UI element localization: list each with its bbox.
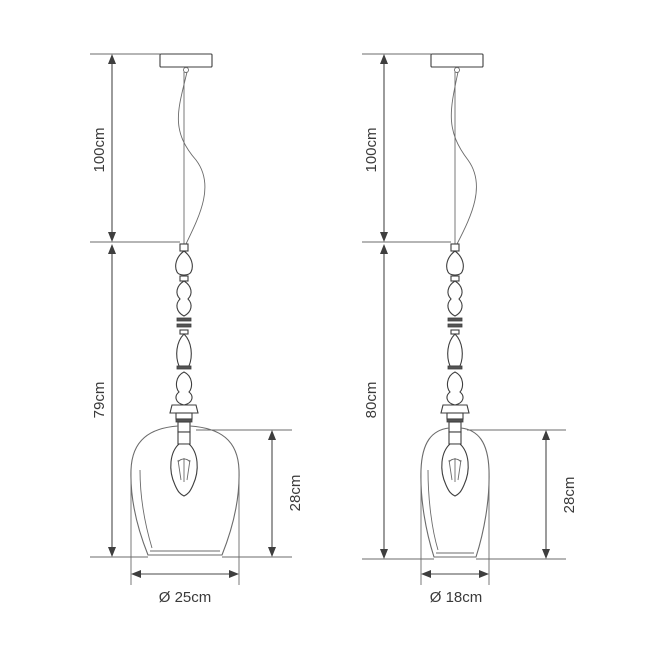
canopy-hook [454,67,460,73]
turned-stem [440,243,470,433]
cable-length-label: 100cm [91,127,108,172]
fixture-height-label: 79cm [91,382,108,419]
fixture-height-label: 80cm [363,382,380,419]
shade-height-label: 28cm [561,477,578,514]
dimension-shade-height: 28cm [467,429,578,560]
dimension-diameter: Ø 18cm [420,470,490,606]
diameter-label: Ø 18cm [430,589,483,606]
dimension-fixture-height: 80cm [362,244,434,560]
lamp-2: 100cm 80cm 28cm Ø 18cm [362,53,578,606]
wavy-cable [450,71,477,245]
cable-length-label: 100cm [363,127,380,172]
dimension-cable-length: 100cm [362,53,451,243]
edison-bulb [441,431,469,497]
dimension-shade-height: 28cm [196,429,304,558]
ceiling-canopy [159,53,213,68]
wavy-cable [177,71,206,245]
glass-shade [420,427,490,558]
edison-bulb [170,431,198,497]
canopy-hook [183,67,189,73]
dimension-fixture-height: 79cm [90,244,148,558]
diameter-label: Ø 25cm [159,589,212,606]
dimension-cable-length: 100cm [90,53,180,243]
turned-stem [169,243,199,433]
glass-shade [130,425,240,556]
dimension-diameter: Ø 25cm [130,470,240,606]
lamp-1: 100cm 79cm 28cm Ø 25cm [90,53,304,606]
ceiling-canopy [430,53,484,68]
shade-height-label: 28cm [287,475,304,512]
